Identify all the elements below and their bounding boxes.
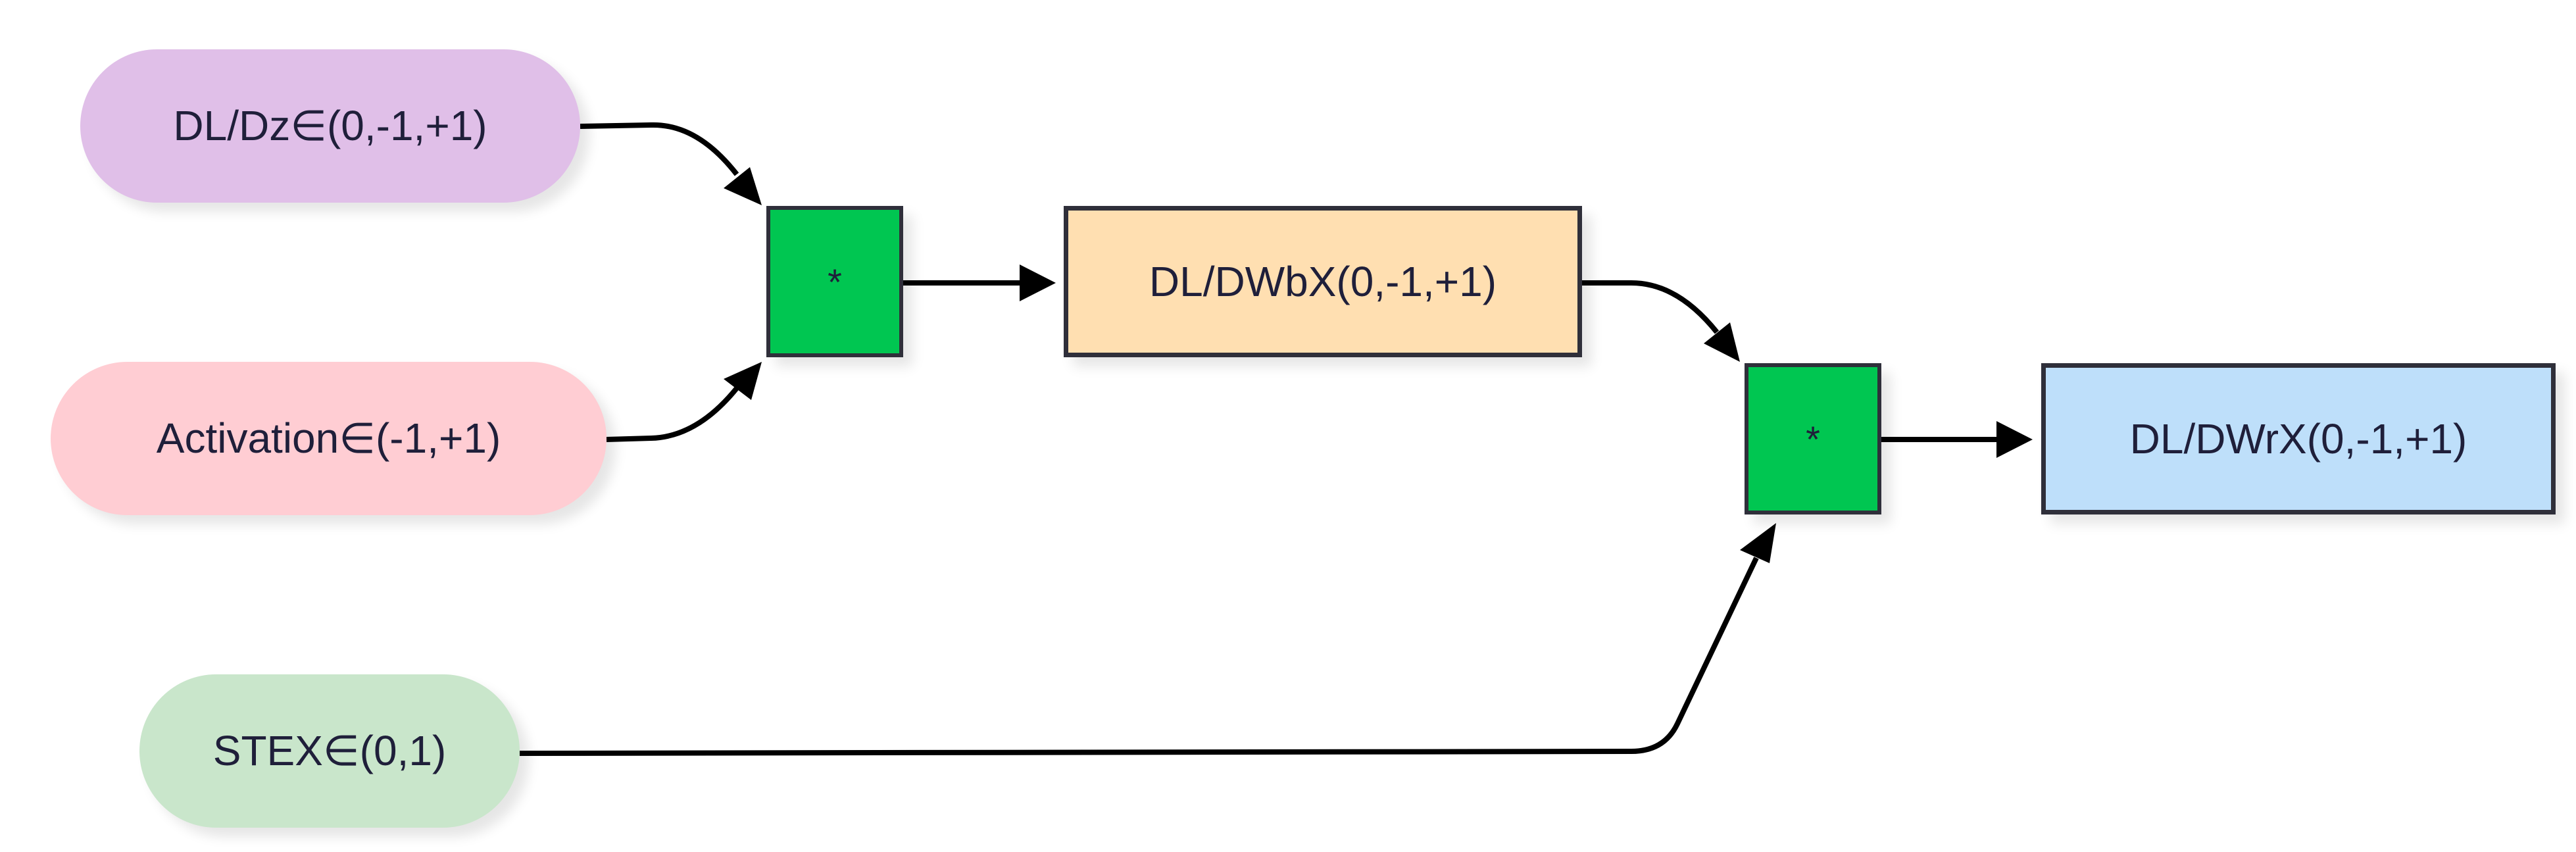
node-multiply-2: * [1745,363,1881,514]
arrowhead-activation-to-multiply-1 [724,362,762,400]
node-stex: STEX∈(0,1) [139,674,520,828]
node-dlwrx: DL/DWrX(0,-1,+1) [2041,363,2556,514]
arrowhead-multiply-2-to-dlwrx [1996,421,2033,458]
edge-dldz-to-multiply-1 [580,122,739,176]
edge-activation-to-multiply-1 [606,386,739,442]
node-dldz-label: DL/Dz∈(0,-1,+1) [173,102,487,149]
edge-stex-to-multiply-2 [519,557,1759,756]
node-dlwrx-label: DL/DWrX(0,-1,+1) [2129,415,2467,463]
node-activation: Activation∈(-1,+1) [51,362,607,515]
arrowhead-dlwbx-to-multiply-2 [1704,322,1740,362]
arrowhead-stex-to-multiply-2 [1740,523,1776,563]
edge-dlwbx-to-multiply-2 [1582,280,1720,334]
arrowhead-dldz-to-multiply-1 [724,167,762,205]
node-multiply-1: * [766,206,903,357]
node-dlwbx: DL/DWbX(0,-1,+1) [1064,206,1582,357]
node-dlwbx-label: DL/DWbX(0,-1,+1) [1149,258,1497,305]
arrowhead-multiply-1-to-dlwbx [1020,264,1056,301]
node-multiply-1-label: * [828,261,842,303]
node-stex-label: STEX∈(0,1) [212,727,447,774]
node-dldz: DL/Dz∈(0,-1,+1) [80,49,580,203]
node-activation-label: Activation∈(-1,+1) [156,414,501,462]
node-multiply-2-label: * [1806,418,1820,460]
